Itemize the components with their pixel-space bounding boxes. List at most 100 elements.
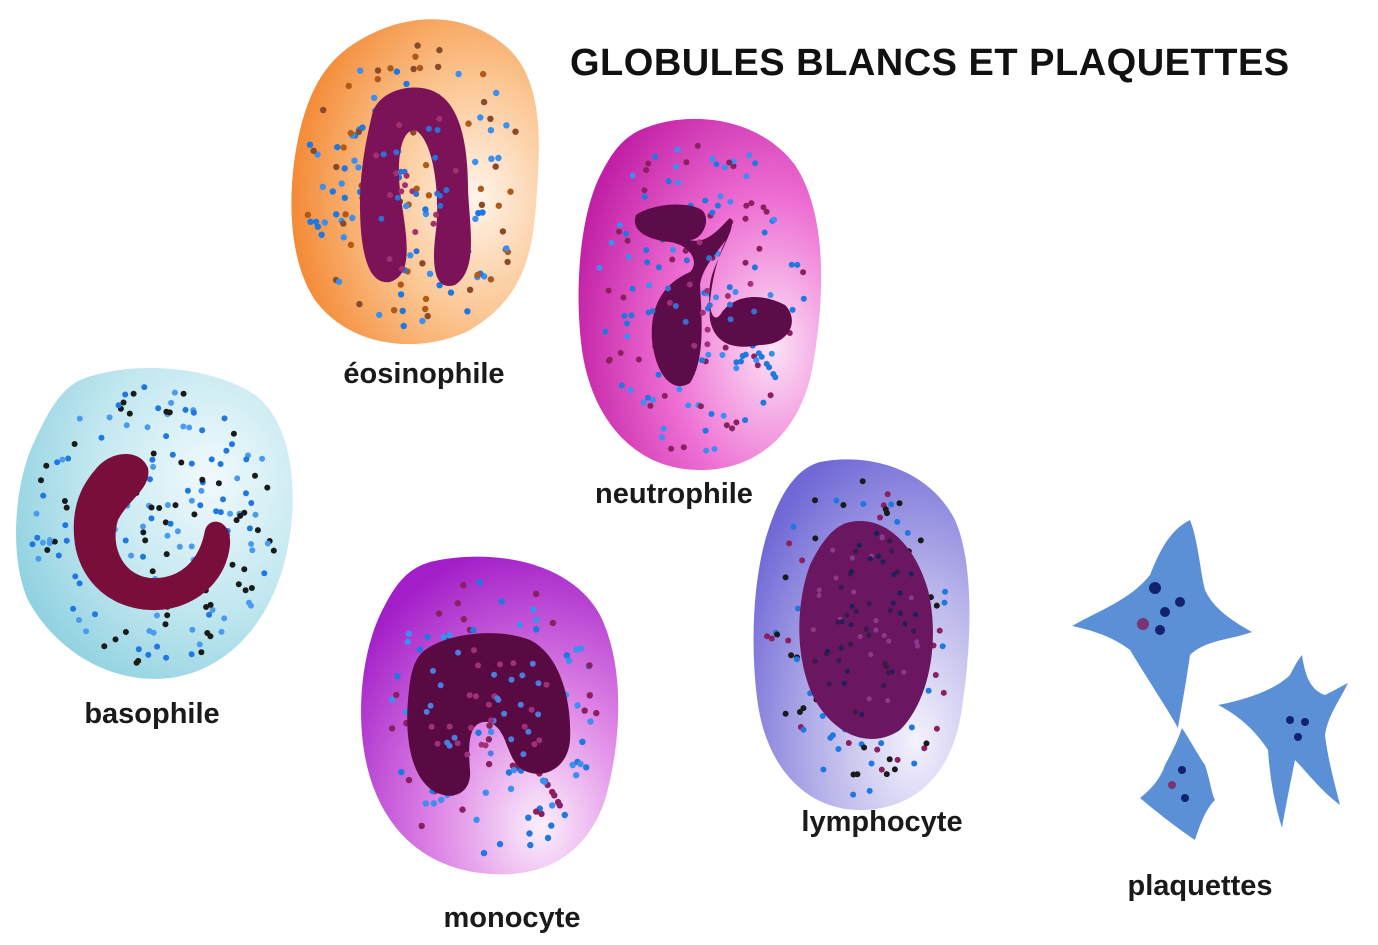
granule-dot — [733, 419, 739, 425]
granule-dot — [842, 681, 847, 686]
granule-dot — [342, 211, 348, 217]
granule-dot — [885, 698, 890, 703]
granule-dot — [433, 212, 439, 218]
granule-dot — [320, 184, 326, 190]
granule-dot — [83, 628, 89, 634]
granule-dot — [512, 129, 518, 135]
granule-dot — [729, 425, 735, 431]
granule-dot — [141, 384, 147, 390]
granule-dot — [330, 188, 336, 194]
granule-dot — [486, 702, 492, 708]
granule-dot — [791, 524, 797, 530]
granule-dot — [477, 579, 483, 585]
granule-dot — [557, 802, 563, 808]
granule-dot — [706, 255, 712, 261]
granule-dot — [562, 812, 568, 818]
granule-dot — [650, 397, 656, 403]
granule-dot — [673, 164, 679, 170]
granule-dot — [474, 272, 480, 278]
granule-dot — [189, 461, 195, 467]
granule-dot — [550, 620, 556, 626]
platelet-granule — [1175, 597, 1185, 607]
granule-dot — [801, 727, 807, 733]
granule-dot — [101, 643, 107, 649]
granule-dot — [30, 541, 36, 547]
granule-dot — [398, 291, 404, 297]
granule-dot — [198, 649, 204, 655]
granule-dot — [438, 682, 444, 688]
granule-dot — [860, 478, 866, 484]
granule-dot — [683, 319, 689, 325]
granule-dot — [866, 633, 871, 638]
granule-dot — [173, 502, 179, 508]
granule-dot — [727, 284, 733, 290]
granule-dot — [236, 581, 242, 587]
granule-dot — [721, 413, 727, 419]
platelet-granule — [1181, 794, 1189, 802]
granule-dot — [436, 610, 442, 616]
platelet-granule — [1160, 607, 1170, 617]
granule-dot — [376, 312, 382, 318]
granule-dot — [833, 498, 839, 504]
granule-dot — [583, 764, 589, 770]
granule-dot — [398, 188, 404, 194]
granule-dot — [241, 566, 247, 572]
granule-dot — [756, 246, 762, 252]
granule-dot — [387, 65, 393, 71]
granule-dot — [874, 747, 880, 753]
granule-dot — [511, 767, 517, 773]
granule-dot — [65, 456, 71, 462]
granule-dot — [481, 850, 487, 856]
granule-dot — [830, 548, 835, 553]
granule-dot — [475, 662, 481, 668]
granule-dot — [34, 511, 40, 517]
granule-dot — [488, 127, 494, 133]
label-plaquettes: plaquettes — [1127, 870, 1272, 903]
granule-dot — [145, 424, 151, 430]
granule-dot — [259, 456, 265, 462]
granule-dot — [375, 67, 381, 73]
granule-dot — [199, 477, 205, 483]
granule-dot — [881, 683, 886, 688]
granule-dot — [530, 661, 536, 667]
granule-dot — [423, 296, 429, 302]
granule-dot — [691, 343, 697, 349]
granule-dot — [488, 729, 494, 735]
granule-dot — [491, 672, 497, 678]
granule-dot — [389, 725, 395, 731]
granule-dot — [867, 696, 872, 701]
label-monocyte: monocyte — [444, 902, 581, 935]
granule-dot — [609, 240, 615, 246]
granule-dot — [897, 590, 902, 595]
granule-dot — [727, 199, 733, 205]
granule-dot — [453, 168, 459, 174]
granule-dot — [163, 655, 169, 661]
granule-dot — [883, 506, 889, 512]
granule-dot — [887, 756, 893, 762]
diagram-title: GLOBULES BLANCS ET PLAQUETTES — [570, 42, 1370, 85]
granule-dot — [487, 116, 493, 122]
granule-dot — [861, 745, 867, 751]
granule-dot — [911, 628, 916, 633]
granule-dot — [183, 407, 189, 413]
granule-dot — [621, 313, 627, 319]
granule-dot — [886, 639, 891, 644]
granule-dot — [860, 501, 866, 507]
granule-dot — [577, 761, 583, 767]
granule-dot — [253, 512, 259, 518]
granule-dot — [755, 362, 761, 368]
granule-dot — [432, 155, 438, 161]
granule-dot — [661, 426, 667, 432]
granule-dot — [817, 593, 822, 598]
granule-dot — [759, 354, 765, 360]
granule-dot — [533, 808, 539, 814]
platelet-granule — [1178, 766, 1186, 774]
granule-dot — [149, 457, 155, 463]
granule-dot — [586, 662, 592, 668]
granule-dot — [743, 203, 749, 209]
granule-dot — [835, 619, 840, 624]
granule-dot — [848, 622, 853, 627]
granule-dot — [573, 772, 579, 778]
granule-dot — [249, 547, 255, 553]
granule-dot — [812, 659, 817, 664]
